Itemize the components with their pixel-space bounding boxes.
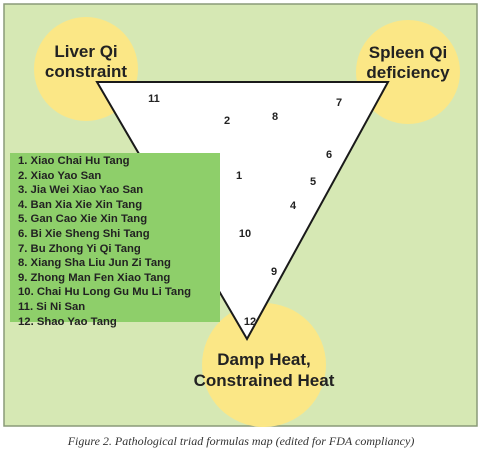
figure-caption: Figure 2. Pathological triad formulas ma… — [67, 434, 415, 448]
vertex-label-damp-line1: Damp Heat, — [217, 350, 311, 369]
damp-heat-circle — [202, 303, 326, 427]
legend-item: 3. Jia Wei Xiao Yao San — [18, 184, 144, 197]
formula-legend: 1. Xiao Chai Hu Tang 2. Xiao Yao San 3. … — [10, 153, 220, 328]
formula-marker-5: 5 — [310, 176, 316, 188]
spleen-qi-circle — [356, 20, 460, 124]
formula-marker-1: 1 — [236, 170, 242, 182]
vertex-label-liver-line1: Liver Qi — [54, 42, 117, 61]
vertex-label-liver-line2: constraint — [45, 62, 128, 81]
formula-marker-6: 6 — [326, 149, 332, 161]
legend-item: 2. Xiao Yao San — [18, 169, 102, 182]
formula-marker-12: 12 — [244, 316, 256, 328]
vertex-label-spleen-line1: Spleen Qi — [369, 43, 447, 62]
legend-item: 11. Si Ni San — [18, 300, 86, 313]
formula-marker-11: 11 — [148, 93, 160, 105]
vertex-label-spleen-line2: deficiency — [366, 63, 450, 82]
vertex-label-damp-line2: Constrained Heat — [194, 371, 335, 390]
formula-marker-2: 2 — [224, 115, 230, 127]
legend-item: 1. Xiao Chai Hu Tang — [18, 155, 130, 167]
legend-item: 5. Gan Cao Xie Xin Tang — [18, 213, 148, 226]
legend-item: 12. Shao Yao Tang — [18, 315, 117, 328]
legend-item: 10. Chai Hu Long Gu Mu Li Tang — [18, 286, 191, 299]
formula-marker-9: 9 — [271, 266, 277, 278]
legend-item: 8. Xiang Sha Liu Jun Zi Tang — [18, 257, 171, 270]
formula-marker-10: 10 — [239, 228, 251, 240]
legend-item: 4. Ban Xia Xie Xin Tang — [18, 198, 143, 211]
legend-item: 6. Bi Xie Sheng Shi Tang — [18, 227, 150, 240]
legend-item: 7. Bu Zhong Yi Qi Tang — [18, 242, 141, 255]
formula-marker-7: 7 — [336, 97, 342, 109]
formula-marker-4: 4 — [290, 200, 297, 212]
legend-item: 9. Zhong Man Fen Xiao Tang — [18, 271, 171, 284]
formula-marker-8: 8 — [272, 111, 278, 123]
